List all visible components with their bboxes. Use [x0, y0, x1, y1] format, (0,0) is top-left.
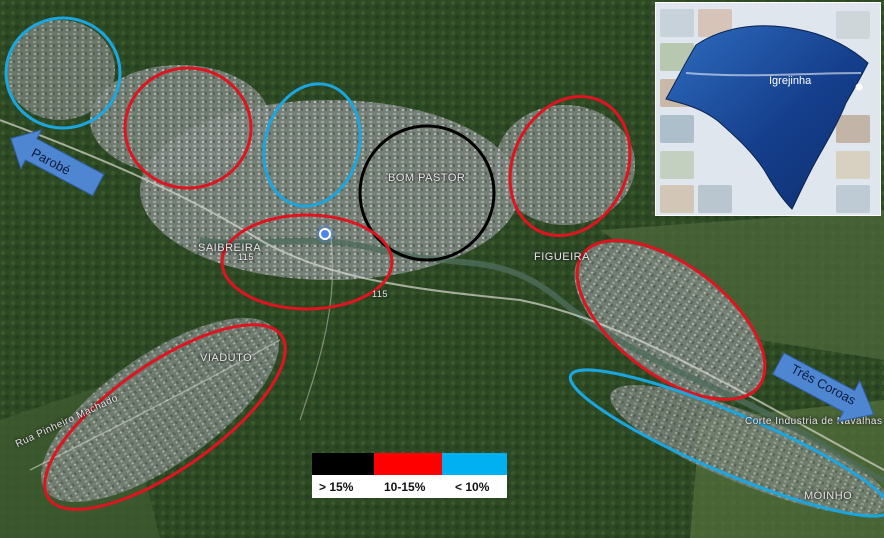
- inset-tile: [698, 185, 732, 213]
- label-moinho: MOINHO: [804, 490, 853, 502]
- urban-area: [90, 65, 270, 175]
- road-label-115: 115: [238, 252, 254, 262]
- legend: > 15% 10-15% < 10%: [312, 453, 507, 498]
- inset-tile: [660, 115, 694, 143]
- zone-medium-figueira: [575, 239, 767, 401]
- inset-tile: [660, 9, 694, 37]
- city-marker-icon: [855, 83, 863, 91]
- state-outline: [665, 25, 869, 210]
- arrow-parobe[interactable]: Parobé: [0, 122, 110, 202]
- urban-area: [495, 105, 635, 225]
- urban-area: [574, 242, 766, 398]
- legend-label-high: > 15%: [319, 480, 354, 494]
- farmland-area: [600, 210, 884, 360]
- river: [199, 237, 884, 483]
- zone-medium-center: [220, 213, 394, 311]
- urban-area: [41, 317, 279, 503]
- label-bom-pastor: BOM PASTOR: [388, 172, 466, 184]
- highway-115: [0, 119, 884, 471]
- inset-tile: [836, 151, 870, 179]
- legend-label-medium: 10-15%: [384, 480, 426, 494]
- arrow-tres-coroas[interactable]: Três Coroas: [768, 347, 884, 432]
- arrow-left-icon: [10, 129, 105, 197]
- label-saibreira: SAIBREIRA: [198, 242, 262, 254]
- arrow-right-icon: [772, 352, 875, 423]
- road: [29, 339, 281, 471]
- legend-label-low: < 10%: [455, 480, 490, 494]
- urban-area: [610, 385, 884, 515]
- road-label-115: 115: [372, 289, 388, 299]
- label-viaduto: VIADUTO: [200, 352, 253, 364]
- zone-medium-northeast: [508, 94, 632, 238]
- zone-high-bom-pastor: [358, 124, 496, 262]
- inset-tile: [836, 115, 870, 143]
- zone-low-moinho: [568, 368, 884, 518]
- inset-locator-map: Igrejinha: [655, 2, 881, 216]
- zone-low-northwest: [4, 16, 122, 130]
- inset-tile: [836, 11, 870, 39]
- inset-tile: [836, 185, 870, 213]
- urban-area: [5, 20, 115, 120]
- industry-label: Corte Industria de Navalhas: [745, 416, 883, 427]
- zone-low-north: [262, 82, 362, 208]
- location-marker[interactable]: [319, 228, 331, 240]
- road: [299, 229, 334, 421]
- inset-tile: [660, 185, 694, 213]
- legend-swatch-low: [442, 453, 507, 475]
- legend-swatch-high: [312, 453, 374, 475]
- legend-swatch-medium: [374, 453, 442, 475]
- zone-medium-viaduto: [43, 323, 287, 511]
- zone-medium-north: [123, 66, 253, 190]
- inset-tile: [660, 151, 694, 179]
- inset-city-label: Igrejinha: [769, 75, 812, 87]
- label-figueira: FIGUEIRA: [534, 251, 590, 263]
